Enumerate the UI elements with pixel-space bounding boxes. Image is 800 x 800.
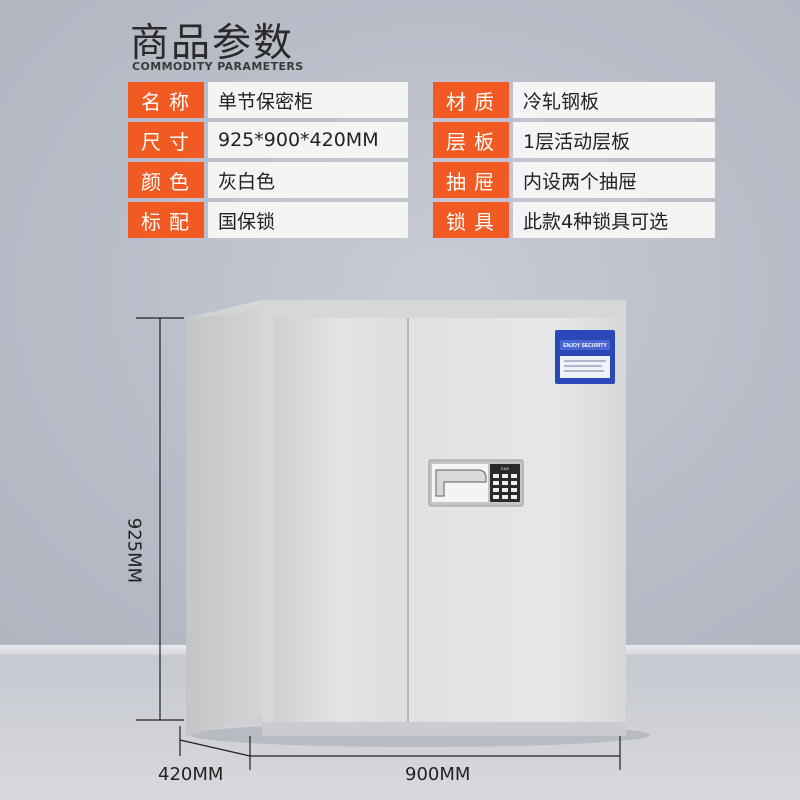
param-label: 层板 <box>433 122 509 158</box>
keypad-badge: E&B <box>501 466 509 471</box>
left-door[interactable] <box>274 318 407 722</box>
param-value: 此款4种锁具可选 <box>513 202 715 238</box>
param-row-standard: 标配 国保锁 <box>128 202 408 238</box>
keypad-key[interactable] <box>511 495 517 499</box>
param-row-shelf: 层板 1层活动层板 <box>433 122 715 158</box>
param-label: 锁具 <box>433 202 509 238</box>
keypad-key[interactable] <box>511 481 517 485</box>
height-dimension-label: 925MM <box>123 517 145 584</box>
keypad-key[interactable] <box>502 495 508 499</box>
param-label: 颜色 <box>128 162 204 198</box>
keypad-key[interactable] <box>502 488 508 492</box>
param-row-name: 名称 单节保密柜 <box>128 82 408 118</box>
sticker-band <box>560 340 610 350</box>
param-value: 灰白色 <box>208 162 408 198</box>
keypad-key[interactable] <box>493 495 499 499</box>
width-dimension-label: 900MM <box>405 764 471 785</box>
param-row-color: 颜色 灰白色 <box>128 162 408 198</box>
sticker-label-area <box>560 356 610 378</box>
param-label: 名称 <box>128 82 204 118</box>
param-row-material: 材质 冷轧钢板 <box>433 82 715 118</box>
param-row-lock: 锁具 此款4种锁具可选 <box>433 202 715 238</box>
depth-dimension-line <box>179 739 251 757</box>
param-value: 1层活动层板 <box>513 122 715 158</box>
keypad-key[interactable] <box>511 474 517 478</box>
keypad-key[interactable] <box>502 481 508 485</box>
keypad-key[interactable] <box>502 474 508 478</box>
keypad-key[interactable] <box>493 488 499 492</box>
cabinet-base <box>262 722 626 736</box>
sticker-brand-text: ENJOY SECURITY <box>563 343 607 349</box>
param-row-size: 尺寸 925*900*420MM <box>128 122 408 158</box>
param-value: 925*900*420MM <box>208 122 408 158</box>
param-label: 标配 <box>128 202 204 238</box>
lock-handle[interactable] <box>435 469 487 497</box>
keypad-key[interactable] <box>493 481 499 485</box>
param-value: 单节保密柜 <box>208 82 408 118</box>
dimension-lines <box>136 317 621 770</box>
page-subtitle: COMMODITY PARAMETERS <box>132 60 304 73</box>
param-label: 抽屉 <box>433 162 509 198</box>
param-row-drawer: 抽屉 内设两个抽屉 <box>433 162 715 198</box>
param-value: 冷轧钢板 <box>513 82 715 118</box>
param-label: 材质 <box>433 82 509 118</box>
depth-dimension-label: 420MM <box>158 764 224 785</box>
right-door[interactable] <box>409 318 618 722</box>
keypad-key[interactable] <box>511 488 517 492</box>
keypad-buttons[interactable] <box>493 474 517 499</box>
param-value: 国保锁 <box>208 202 408 238</box>
page-title: 商品参数 <box>130 21 295 66</box>
param-value: 内设两个抽屉 <box>513 162 715 198</box>
keypad-key[interactable] <box>493 474 499 478</box>
cabinet-side-panel <box>186 300 262 736</box>
param-label: 尺寸 <box>128 122 204 158</box>
